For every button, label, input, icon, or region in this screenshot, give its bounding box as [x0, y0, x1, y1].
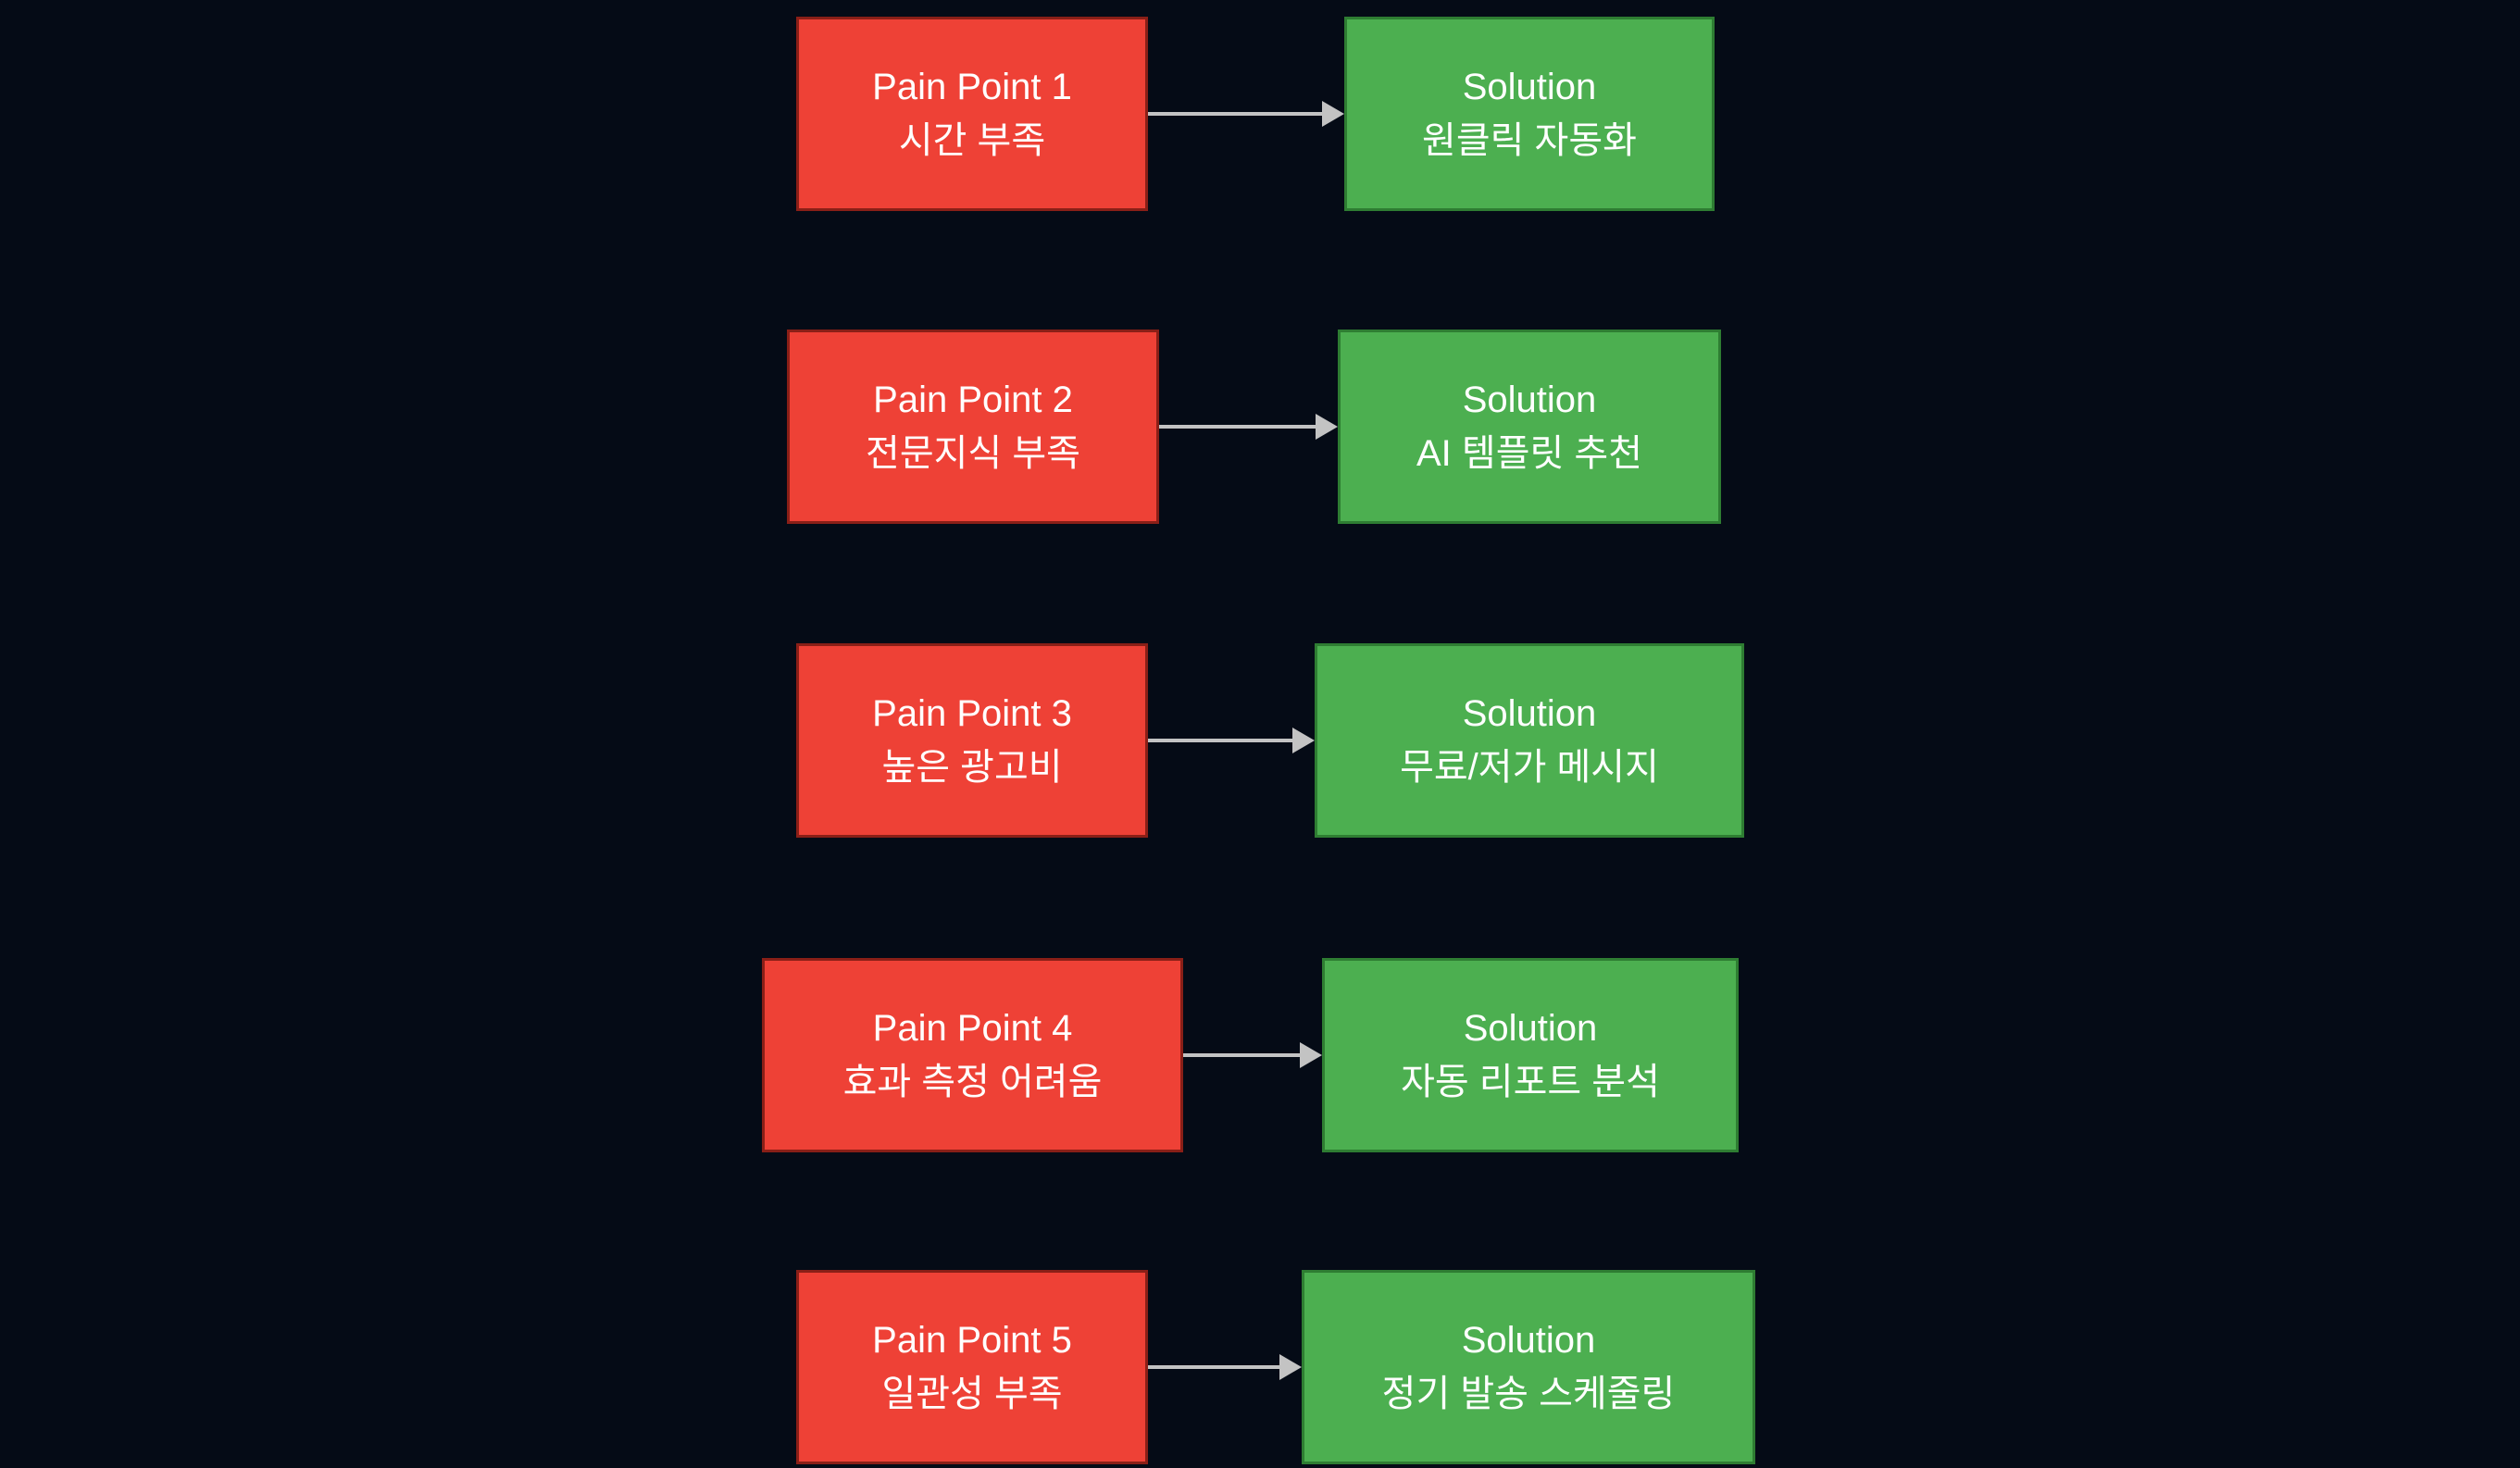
pain-point-title: Pain Point 5: [872, 1320, 1072, 1361]
solution-box-3: Solution 무료/저가 메시지: [1315, 643, 1744, 838]
pain-point-box-4: Pain Point 4 효과 측정 어려움: [762, 958, 1183, 1152]
arrow-connector-5: [1148, 1270, 1302, 1464]
pain-point-box-5: Pain Point 5 일관성 부족: [796, 1270, 1148, 1464]
pain-point-title: Pain Point 1: [872, 67, 1072, 107]
arrow-head-icon: [1292, 728, 1315, 753]
pain-point-title: Pain Point 2: [873, 379, 1073, 420]
solution-subtitle: 무료/저가 메시지: [1400, 747, 1659, 788]
arrow-connector-3: [1148, 643, 1315, 838]
arrow-shaft: [1148, 739, 1292, 742]
arrow-head-icon: [1300, 1042, 1322, 1068]
arrow-shaft: [1183, 1053, 1300, 1057]
arrow-head-icon: [1322, 101, 1344, 127]
solution-box-4: Solution 자동 리포트 분석: [1322, 958, 1739, 1152]
solution-title: Solution: [1462, 379, 1597, 420]
solution-subtitle: AI 템플릿 추천: [1416, 433, 1643, 474]
solution-box-1: Solution 원클릭 자동화: [1344, 17, 1715, 211]
arrow-shaft: [1148, 1365, 1279, 1369]
pair-row-3: Pain Point 3 높은 광고비 Solution 무료/저가 메시지: [0, 643, 2520, 838]
pain-point-title: Pain Point 3: [872, 693, 1072, 734]
arrow-connector-4: [1183, 958, 1322, 1152]
pain-point-subtitle: 전문지식 부족: [866, 433, 1080, 474]
pain-point-title: Pain Point 4: [872, 1008, 1073, 1049]
arrow-shaft: [1148, 112, 1322, 116]
solution-title: Solution: [1462, 693, 1597, 734]
solution-title: Solution: [1463, 1008, 1598, 1049]
arrow-head-icon: [1279, 1354, 1302, 1380]
arrow-head-icon: [1316, 414, 1338, 440]
solution-subtitle: 원클릭 자동화: [1422, 120, 1637, 161]
pair-row-2: Pain Point 2 전문지식 부족 Solution AI 템플릿 추천: [0, 330, 2520, 524]
solution-subtitle: 자동 리포트 분석: [1401, 1062, 1660, 1102]
arrow-connector-2: [1159, 330, 1338, 524]
pain-point-subtitle: 일관성 부족: [881, 1374, 1063, 1414]
pain-point-box-3: Pain Point 3 높은 광고비: [796, 643, 1148, 838]
solution-title: Solution: [1462, 67, 1597, 107]
pain-point-box-1: Pain Point 1 시간 부족: [796, 17, 1148, 211]
pair-row-1: Pain Point 1 시간 부족 Solution 원클릭 자동화: [0, 17, 2520, 211]
pain-point-subtitle: 효과 측정 어려움: [842, 1062, 1103, 1102]
solution-box-2: Solution AI 템플릿 추천: [1338, 330, 1721, 524]
arrow-shaft: [1159, 425, 1316, 429]
pair-row-4: Pain Point 4 효과 측정 어려움 Solution 자동 리포트 분…: [0, 958, 2520, 1152]
solution-title: Solution: [1461, 1320, 1596, 1361]
solution-box-5: Solution 정기 발송 스케줄링: [1302, 1270, 1755, 1464]
arrow-connector-1: [1148, 17, 1344, 211]
pain-point-box-2: Pain Point 2 전문지식 부족: [787, 330, 1159, 524]
pain-point-subtitle: 시간 부족: [898, 120, 1046, 161]
pain-point-subtitle: 높은 광고비: [881, 747, 1063, 788]
solution-subtitle: 정기 발송 스케줄링: [1381, 1374, 1676, 1414]
pair-row-5: Pain Point 5 일관성 부족 Solution 정기 발송 스케줄링: [0, 1270, 2520, 1464]
